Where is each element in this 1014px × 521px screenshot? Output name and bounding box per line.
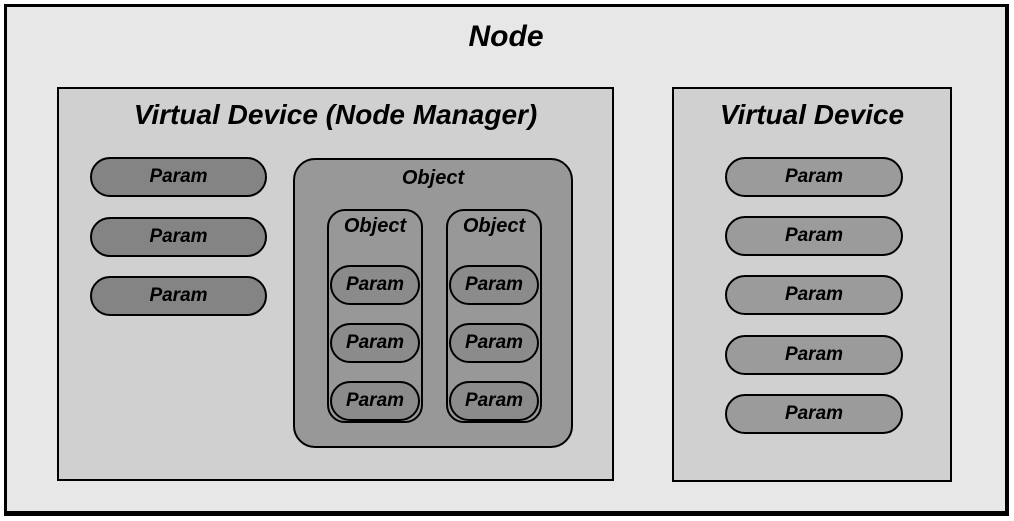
param-pill: Param — [725, 275, 903, 315]
virtual-device-node-manager-title: Virtual Device (Node Manager) — [133, 99, 538, 130]
node-box: Node Virtual Device (Node Manager) Param… — [4, 4, 1009, 516]
param-pill: Param — [330, 323, 420, 363]
param-pill: Param — [449, 323, 539, 363]
param-pill: Param — [90, 217, 267, 257]
param-pill: Param — [449, 381, 539, 421]
sub-object-box: Object Param Param Param — [446, 209, 542, 423]
param-pill: Param — [725, 216, 903, 256]
virtual-device-box: Virtual Device Param Param Param Param P… — [672, 87, 952, 482]
virtual-device-title: Virtual Device — [719, 99, 905, 130]
param-pill: Param — [449, 265, 539, 305]
sub-object-title: Object — [343, 215, 407, 237]
param-pill: Param — [90, 276, 267, 316]
param-pill: Param — [725, 394, 903, 434]
param-pill: Param — [725, 335, 903, 375]
virtual-device-node-manager-box: Virtual Device (Node Manager) Param Para… — [57, 87, 614, 481]
object-container-title: Object — [401, 167, 465, 189]
node-title: Node — [468, 20, 544, 53]
param-pill: Param — [90, 157, 267, 197]
param-pill: Param — [725, 157, 903, 197]
param-pill: Param — [330, 381, 420, 421]
sub-object-title: Object — [462, 215, 526, 237]
sub-object-box: Object Param Param Param — [327, 209, 423, 423]
object-container-box: Object Object Param Param Param Object P… — [293, 158, 573, 448]
param-pill: Param — [330, 265, 420, 305]
